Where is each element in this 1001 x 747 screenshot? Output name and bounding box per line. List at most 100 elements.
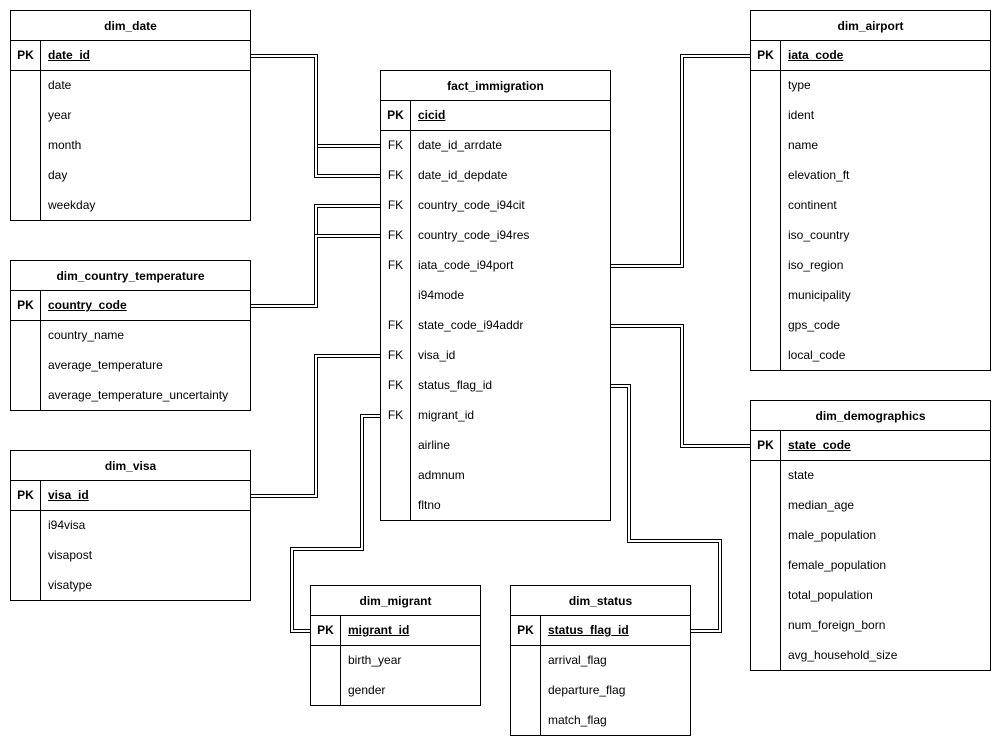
field-row: airline [381, 431, 610, 461]
field-name: iso_country [788, 228, 850, 242]
key-label [751, 641, 781, 671]
field-row: male_population [751, 521, 990, 551]
key-label [751, 461, 781, 491]
field-row: admnum [381, 461, 610, 491]
field-name: month [48, 138, 82, 152]
key-label [311, 646, 341, 676]
field-name: cicid [418, 108, 446, 122]
key-label [751, 521, 781, 551]
key-label [11, 351, 41, 381]
key-label: FK [381, 311, 411, 341]
field-name: gps_code [788, 318, 841, 332]
table-title: dim_airport [751, 11, 990, 41]
field-name: local_code [788, 348, 846, 362]
key-label [11, 131, 41, 161]
link-visa-inner [251, 355, 380, 497]
key-label [11, 381, 41, 411]
link-migrant-inner [291, 415, 380, 632]
field-name: municipality [788, 288, 851, 302]
field-row: country_name [11, 321, 250, 351]
field-row: name [751, 131, 990, 161]
field-row: visatype [11, 571, 250, 601]
key-label: PK [11, 481, 41, 510]
field-name: gender [348, 683, 386, 697]
field-name: iso_region [788, 258, 844, 272]
key-label [381, 491, 411, 521]
key-label [751, 551, 781, 581]
key-label: FK [381, 131, 411, 161]
key-label: FK [381, 371, 411, 401]
field-row: match_flag [511, 706, 690, 736]
key-label: FK [381, 401, 411, 431]
field-row: i94visa [11, 511, 250, 541]
key-label: PK [11, 41, 41, 70]
field-name: type [788, 78, 811, 92]
field-name: arrival_flag [548, 653, 607, 667]
key-label [751, 71, 781, 101]
field-name: name [788, 138, 819, 152]
field-name: visatype [48, 578, 93, 592]
field-name: country_name [48, 328, 125, 342]
table-title: dim_date [11, 11, 250, 41]
field-name: i94visa [48, 518, 86, 532]
field-name: date_id_arrdate [418, 138, 503, 152]
field-name: day [48, 168, 68, 182]
field-name: ident [788, 108, 815, 122]
field-row: type [751, 71, 990, 101]
key-label [381, 431, 411, 461]
field-name: migrant_id [348, 623, 410, 637]
field-row: female_population [751, 551, 990, 581]
field-row: arrival_flag [511, 646, 690, 676]
field-row: elevation_ft [751, 161, 990, 191]
field-name: state [788, 468, 815, 482]
link-date-depdate-inner [251, 55, 380, 177]
key-label [751, 251, 781, 281]
link-airport-inner [611, 55, 750, 267]
field-row: day [11, 161, 250, 191]
key-label [11, 101, 41, 131]
key-label [751, 491, 781, 521]
field-name: average_temperature [48, 358, 163, 372]
field-name: elevation_ft [788, 168, 850, 182]
field-name: state_code [788, 438, 851, 452]
link-demographics-inner [611, 325, 750, 447]
field-name: migrant_id [418, 408, 475, 422]
key-label: PK [751, 431, 781, 460]
field-name: departure_flag [548, 683, 626, 697]
field-name: match_flag [548, 713, 607, 727]
key-label: FK [381, 341, 411, 371]
key-label [11, 71, 41, 101]
field-row: ident [751, 101, 990, 131]
key-label [11, 321, 41, 351]
field-name: date_id_depdate [418, 168, 508, 182]
field-row: weekday [11, 191, 250, 221]
table-title: dim_status [511, 586, 690, 616]
link-airport [611, 54, 750, 268]
field-name: continent [788, 198, 837, 212]
field-name: num_foreign_born [788, 618, 886, 632]
field-row: i94mode [381, 281, 610, 311]
table-title: dim_visa [11, 451, 250, 481]
table-title: dim_demographics [751, 401, 990, 431]
link-country-i94res-inner [251, 235, 380, 307]
key-label [751, 131, 781, 161]
link-status-inner [611, 385, 721, 632]
field-row: continent [751, 191, 990, 221]
key-label [751, 101, 781, 131]
field-row: gps_code [751, 311, 990, 341]
field-name: total_population [788, 588, 873, 602]
field-row: average_temperature_uncertainty [11, 381, 250, 411]
field-row: iso_country [751, 221, 990, 251]
